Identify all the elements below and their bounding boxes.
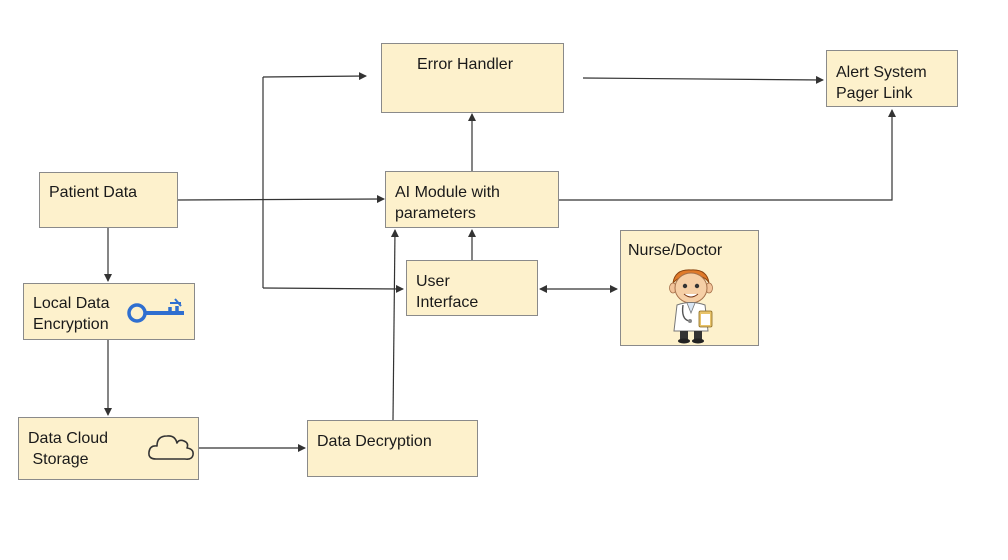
- node-alert-system: Alert System Pager Link: [826, 50, 958, 107]
- node-patient-data: Patient Data: [39, 172, 178, 228]
- key-icon: [127, 298, 184, 323]
- node-cloud-storage-label: Data Cloud Storage: [28, 430, 109, 468]
- arrow-error-to-alert: [582, 75, 824, 84]
- node-alert-system-label: Alert System Pager Link: [836, 64, 927, 102]
- node-cloud-storage: Data Cloud Storage: [18, 417, 199, 480]
- arrow-ai-to-alert: [559, 109, 896, 201]
- arrow-loop-to-ui: [262, 284, 404, 293]
- node-error-handler-label: Error Handler: [417, 56, 514, 73]
- doctor-icon: [669, 269, 713, 344]
- node-ai-module: AI Module with parameters: [385, 171, 559, 228]
- arrow-decryption-to-ai: [390, 229, 399, 421]
- node-ai-module-label: AI Module with parameters: [395, 184, 500, 222]
- node-local-encryption: Local Data Encryption: [23, 283, 195, 340]
- node-data-decryption-label: Data Decryption: [317, 433, 432, 450]
- node-local-encryption-label: Local Data Encryption: [33, 295, 110, 333]
- node-patient-data-label: Patient Data: [49, 184, 138, 201]
- arrow-patient-to-ai: [177, 195, 385, 204]
- node-error-handler: Error Handler: [381, 43, 564, 113]
- node-user-interface: User Interface: [406, 260, 538, 316]
- node-user-interface-label: User Interface: [416, 273, 479, 311]
- cloud-icon: [148, 435, 194, 460]
- node-nurse-doctor: Nurse/Doctor: [620, 230, 759, 346]
- node-data-decryption: Data Decryption: [307, 420, 478, 477]
- arrow-loop-to-error: [262, 72, 367, 81]
- node-nurse-doctor-label: Nurse/Doctor: [628, 242, 723, 259]
